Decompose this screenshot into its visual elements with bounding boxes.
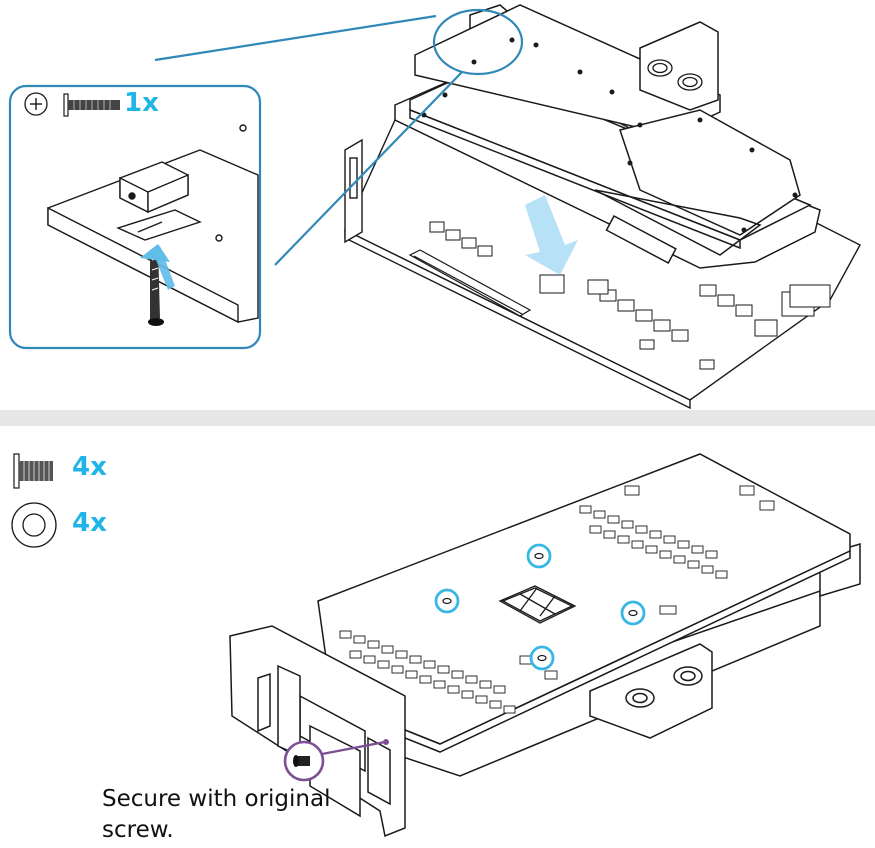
step-2-panel: 4x 4x <box>0 426 875 848</box>
thumb-screw-icon <box>13 453 53 489</box>
mounting-hole-highlights <box>434 543 646 671</box>
bracket-screw-highlight <box>283 739 389 782</box>
gpu-die-area <box>498 585 577 624</box>
step-1-illustration <box>8 4 861 410</box>
step-2-illustration <box>11 453 861 838</box>
callout-magnifier <box>154 8 524 266</box>
mounting-holes <box>442 552 638 662</box>
washer-icon <box>11 502 57 548</box>
pcb-smd-components <box>339 485 775 714</box>
install-arrow-large <box>525 195 578 275</box>
callout-arrow-head <box>140 244 170 262</box>
pcie-bracket <box>344 138 363 244</box>
instruction-caption: Secure with original screw. <box>102 786 331 843</box>
water-block-body <box>399 542 861 777</box>
phillips-screw-icon <box>24 92 120 117</box>
pcb-components <box>429 221 831 370</box>
washer-quantity-label: 4x <box>72 508 107 538</box>
pcie-connector <box>408 249 532 317</box>
plate-screw-dots <box>421 37 798 233</box>
panel-divider <box>0 410 875 426</box>
step-1-panel: 1x <box>0 0 875 410</box>
water-block-plate <box>394 4 821 269</box>
screw-quantity-label: 1x <box>124 88 159 118</box>
screw-quantity-label: 4x <box>72 452 107 482</box>
callout-detail <box>47 124 259 324</box>
water-ports <box>647 59 703 91</box>
